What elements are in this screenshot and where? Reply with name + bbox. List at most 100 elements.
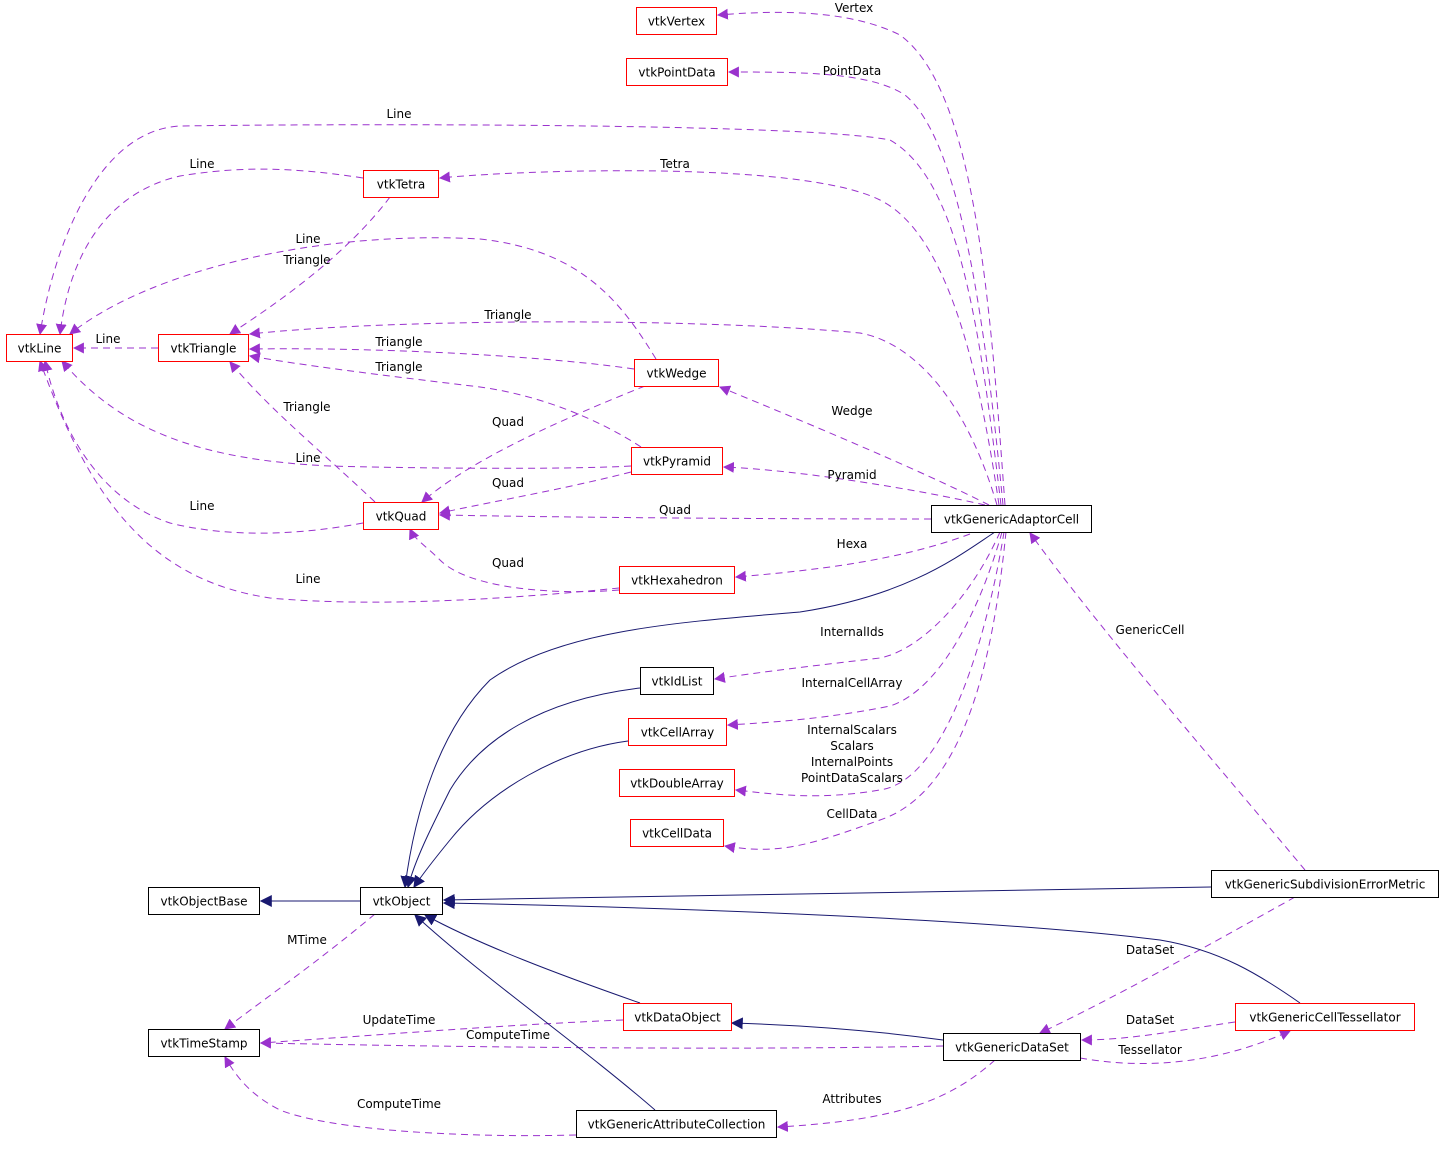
association-edge-vtkDataObject-to-vtkTimeStamp <box>259 1019 624 1048</box>
class-node-vtkPointData[interactable]: vtkPointData <box>626 58 728 86</box>
class-box[interactable] <box>148 1029 260 1057</box>
class-node-vtkObjectBase[interactable]: vtkObjectBase <box>148 887 260 915</box>
class-node-vtkVertex[interactable]: vtkVertex <box>636 7 717 35</box>
class-box[interactable] <box>1211 870 1439 898</box>
association-edge-vtkWedge-to-vtkTriangle <box>248 343 635 370</box>
class-node-vtkGenericAdaptorCell[interactable]: vtkGenericAdaptorCell <box>931 505 1092 533</box>
association-edge-vtkGenericAdaptorCell-to-vtkCellData <box>723 531 1007 854</box>
class-box[interactable] <box>148 887 260 915</box>
class-name: vtkQuad <box>376 510 427 524</box>
class-node-vtkHexahedron[interactable]: vtkHexahedron <box>619 566 735 594</box>
class-box[interactable] <box>619 769 735 797</box>
class-node-vtkTetra[interactable]: vtkTetra <box>363 170 439 198</box>
edge-label: PointDataScalars <box>801 771 903 785</box>
inheritance-edge-vtkGenericAdaptorCell-to-vtkObject <box>400 531 996 889</box>
class-box[interactable] <box>576 1110 777 1138</box>
edge-label: Tetra <box>659 157 690 171</box>
inheritance-edge-vtkCellArray-to-vtkObject <box>413 740 629 888</box>
class-name: vtkGenericAttributeCollection <box>588 1118 766 1132</box>
class-node-vtkCellData[interactable]: vtkCellData <box>630 819 724 847</box>
association-edge-vtkGenericSubdivisionErrorMetric-to-vtkGenericDataSet <box>1039 896 1296 1034</box>
edge-label: Tessellator <box>1117 1043 1182 1057</box>
class-box[interactable] <box>634 359 719 387</box>
association-edge-vtkPyramid-to-vtkLine <box>61 360 632 469</box>
class-node-vtkTriangle[interactable]: vtkTriangle <box>158 334 249 362</box>
edge-label: Quad <box>492 556 524 570</box>
edge-label: Attributes <box>822 1092 881 1106</box>
class-name: vtkGenericSubdivisionErrorMetric <box>1225 878 1426 892</box>
association-edge-vtkGenericAdaptorCell-to-vtkQuad <box>438 509 932 521</box>
class-node-vtkGenericDataSet[interactable]: vtkGenericDataSet <box>943 1033 1081 1061</box>
class-node-vtkCellArray[interactable]: vtkCellArray <box>628 718 727 746</box>
class-node-vtkObject[interactable]: vtkObject <box>360 887 443 915</box>
class-node-vtkPyramid[interactable]: vtkPyramid <box>631 447 723 475</box>
association-edge-vtkGenericAdaptorCell-to-vtkLine <box>36 124 1002 506</box>
inheritance-edge-vtkGenericSubdivisionErrorMetric-to-vtkObject <box>442 886 1212 906</box>
edge-label: Triangle <box>282 400 330 414</box>
class-name: vtkCellData <box>642 827 712 841</box>
class-box[interactable] <box>360 887 443 915</box>
class-node-vtkGenericSubdivisionErrorMetric[interactable]: vtkGenericSubdivisionErrorMetric <box>1211 870 1439 898</box>
association-edge-vtkTetra-to-vtkLine <box>55 168 364 336</box>
edge-label: Line <box>189 499 214 513</box>
class-box[interactable] <box>631 447 723 475</box>
edge-label: CellData <box>826 807 877 821</box>
edge-label: ComputeTime <box>357 1097 441 1111</box>
inheritance-edge-vtkGenericDataSet-to-vtkDataObject <box>730 1017 944 1041</box>
class-box[interactable] <box>931 505 1092 533</box>
edge-label: InternalPoints <box>811 755 893 769</box>
class-box[interactable] <box>158 334 249 362</box>
class-box[interactable] <box>636 7 717 35</box>
edge-label: Vertex <box>835 1 874 15</box>
class-box[interactable] <box>943 1033 1081 1061</box>
class-node-vtkDoubleArray[interactable]: vtkDoubleArray <box>619 769 735 797</box>
edge-label: ComputeTime <box>466 1028 550 1042</box>
edge-label: Line <box>295 232 320 246</box>
class-box[interactable] <box>640 667 714 695</box>
edge-label: Triangle <box>374 335 422 349</box>
association-edge-vtkGenericDataSet-to-vtkGenericCellTessellator <box>1079 1030 1292 1065</box>
edge-label: InternalIds <box>820 625 884 639</box>
association-edge-vtkGenericAdaptorCell-to-vtkCellArray <box>726 531 1003 730</box>
class-node-vtkTimeStamp[interactable]: vtkTimeStamp <box>148 1029 260 1057</box>
edge-label: Triangle <box>374 360 422 374</box>
class-box[interactable] <box>1235 1003 1415 1031</box>
class-name: vtkObject <box>373 895 431 909</box>
class-box[interactable] <box>630 819 724 847</box>
association-edge-vtkQuad-to-vtkLine <box>41 359 364 534</box>
class-box[interactable] <box>363 502 439 530</box>
edge-label: Line <box>295 572 320 586</box>
class-node-vtkLine[interactable]: vtkLine <box>6 334 73 362</box>
association-edge-vtkGenericAdaptorCell-to-vtkTetra <box>438 170 1000 506</box>
association-edge-vtkHexahedron-to-vtkLine <box>38 359 620 603</box>
edge-label: GenericCell <box>1116 623 1185 637</box>
class-box[interactable] <box>363 170 439 198</box>
edge-label: MTime <box>287 933 327 947</box>
association-edge-vtkGenericAdaptorCell-to-vtkTriangle <box>248 321 998 506</box>
class-box[interactable] <box>623 1003 732 1031</box>
class-node-vtkWedge[interactable]: vtkWedge <box>634 359 719 387</box>
edge-label: Line <box>95 332 120 346</box>
association-edge-vtkWedge-to-vtkQuad <box>421 385 646 503</box>
class-node-vtkGenericAttributeCollection[interactable]: vtkGenericAttributeCollection <box>576 1110 777 1138</box>
association-edge-vtkPyramid-to-vtkTriangle <box>248 352 642 448</box>
association-edge-vtkGenericAdaptorCell-to-vtkDoubleArray <box>734 531 1005 797</box>
edge-label: Pyramid <box>827 468 876 482</box>
class-name: vtkVertex <box>648 15 705 29</box>
association-edge-vtkQuad-to-vtkTriangle <box>229 361 376 503</box>
class-node-vtkGenericCellTessellator[interactable]: vtkGenericCellTessellator <box>1235 1003 1415 1031</box>
edge-label: Line <box>386 107 411 121</box>
class-name: vtkGenericCellTessellator <box>1249 1011 1400 1025</box>
class-box[interactable] <box>6 334 73 362</box>
association-edge-vtkGenericAdaptorCell-to-vtkPointData <box>727 66 1004 506</box>
edge-label: InternalCellArray <box>802 676 903 690</box>
class-node-vtkDataObject[interactable]: vtkDataObject <box>623 1003 732 1031</box>
edge-label: PointData <box>823 64 881 78</box>
class-node-vtkIdList[interactable]: vtkIdList <box>640 667 714 695</box>
inheritance-edge-vtkDataObject-to-vtkObject <box>423 914 641 1004</box>
class-node-vtkQuad[interactable]: vtkQuad <box>363 502 439 530</box>
class-box[interactable] <box>628 718 727 746</box>
class-box[interactable] <box>619 566 735 594</box>
edge-label: Triangle <box>483 308 531 322</box>
class-box[interactable] <box>626 58 728 86</box>
